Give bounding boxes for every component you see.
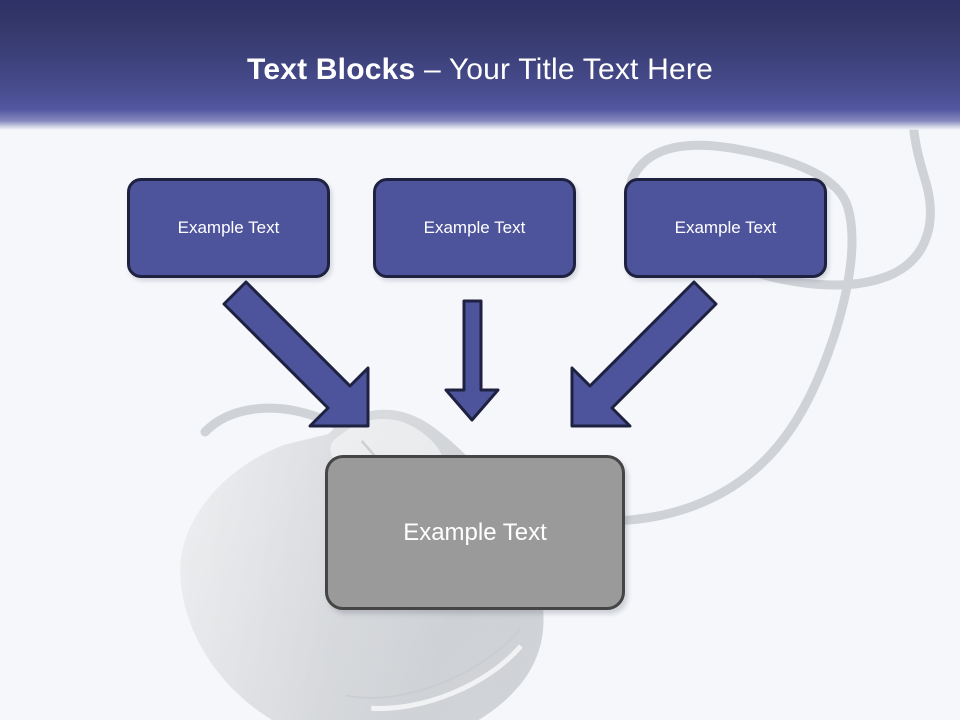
title-light-part: – Your Title Text Here (423, 53, 713, 86)
text-block-3-label: Example Text (674, 218, 777, 237)
text-block-1[interactable]: Example Text (127, 178, 330, 278)
page-title: Text Blocks – Your Title Text Here (0, 52, 960, 88)
arrow-middle-vertical-icon (444, 299, 500, 422)
summary-text-block-label: Example Text (403, 518, 547, 546)
text-block-2-label: Example Text (423, 218, 526, 237)
title-bold-part: Text Blocks (247, 53, 424, 86)
text-block-2[interactable]: Example Text (373, 178, 576, 278)
arrow-left-diagonal-icon (222, 280, 370, 428)
summary-text-block[interactable]: Example Text (325, 455, 625, 610)
text-block-1-label: Example Text (177, 218, 280, 237)
text-block-3[interactable]: Example Text (624, 178, 827, 278)
arrow-right-diagonal-icon (570, 280, 718, 428)
title-banner: Text Blocks – Your Title Text Here (0, 0, 960, 130)
